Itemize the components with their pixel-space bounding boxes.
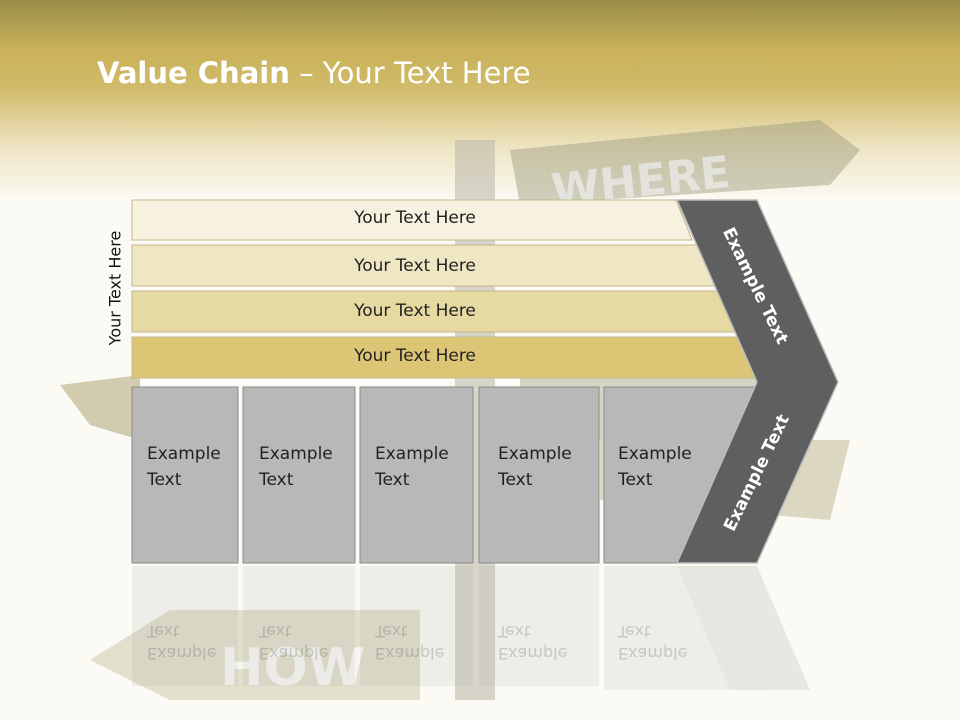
chevron-arrow (675, 199, 839, 564)
reflection (132, 566, 810, 690)
card-3 (359, 386, 474, 564)
title-bold: Value Chain (97, 56, 290, 90)
card-4 (478, 386, 600, 564)
bar-1 (131, 199, 693, 241)
card-line2: Text (259, 470, 294, 490)
card-text-3: Example Text (361, 387, 473, 563)
bar-label-4: Your Text Here (354, 346, 476, 366)
page-title: Value Chain – Your Text Here (97, 56, 531, 90)
title-rest: – Your Text Here (289, 56, 531, 90)
card-line2: Text (147, 470, 182, 490)
card-2 (242, 386, 356, 564)
card-line1: Example (618, 444, 692, 464)
card-1 (131, 386, 239, 564)
how-sign-text: HOW (220, 638, 365, 698)
card-line1: Example (259, 444, 333, 464)
card-text-5: Example Text (604, 387, 724, 563)
card-text-1: Example Text (133, 387, 238, 563)
card-line2: Text (498, 470, 533, 490)
bar-label-1: Your Text Here (354, 208, 476, 228)
card-line1: Example (147, 444, 221, 464)
card-line1: Example (498, 444, 572, 464)
bar-label-2: Your Text Here (354, 256, 476, 276)
card-line2: Text (375, 470, 410, 490)
card-line2: Text (618, 470, 653, 490)
bar-label-3: Your Text Here (354, 301, 476, 321)
card-text-2: Example Text (245, 387, 355, 563)
card-text-4: Example Text (484, 387, 599, 563)
card-line1: Example (375, 444, 449, 464)
